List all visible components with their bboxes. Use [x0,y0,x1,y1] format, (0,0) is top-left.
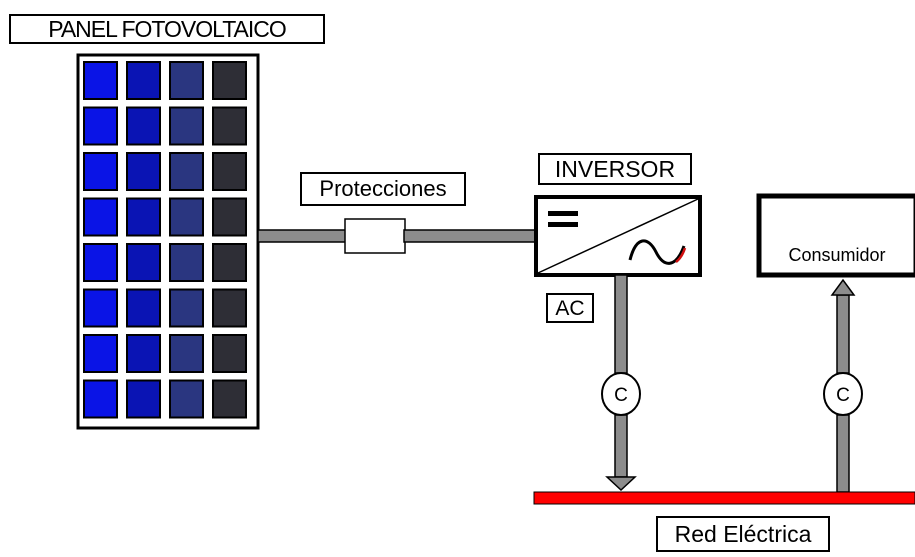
down-arrow-icon [605,476,637,492]
ac-sine-accent [675,247,687,263]
cable-meter-to-grid [614,414,628,478]
solar-cell [212,61,247,100]
inverter-diagonal [537,198,699,274]
solar-cell [169,334,204,373]
solar-cell [126,152,161,191]
solar-cell [83,243,118,282]
solar-cell [169,243,204,282]
solar-panel [76,53,260,430]
solar-cell [83,197,118,237]
protection-device [344,218,406,254]
solar-cell [83,106,118,146]
solar-cell [212,334,247,373]
cable-protection-to-inverter [403,229,537,243]
ac-label: AC [546,293,594,323]
consumer-label: Consumidor [788,245,886,265]
solar-cell [83,61,118,100]
solar-cell [83,152,118,191]
solar-cell [169,61,204,100]
solar-cell [169,288,204,328]
solar-cell [83,379,118,419]
dc-symbol-line-1 [548,211,578,216]
solar-cell [169,379,204,419]
solar-cell [83,288,118,328]
solar-cell [169,106,204,146]
consumption-meter-label: C [836,385,850,406]
solar-cell [169,152,204,191]
solar-panel-cells [83,61,247,419]
protections-label: Protecciones [300,172,466,206]
generation-meter-label: C [614,385,628,406]
cable-meter-to-consumer [836,294,850,374]
consumer-box [756,193,915,278]
solar-cell [126,243,161,282]
solar-cell [83,334,118,373]
up-arrow-icon [830,278,856,296]
solar-cell [212,106,247,146]
inverter [534,195,702,277]
grid-label: Red Eléctrica [656,516,830,552]
solar-cell [169,197,204,237]
solar-cell [126,334,161,373]
cable-panel-to-protection [257,229,347,243]
solar-cell [126,106,161,146]
solar-cell [126,197,161,237]
cable-inverter-to-meter [614,274,628,374]
generation-meter [601,372,641,416]
solar-cell [212,379,247,419]
solar-cell [212,152,247,191]
solar-cell [212,197,247,237]
cable-grid-to-meter [836,414,850,493]
inverter-title: INVERSOR [538,153,692,185]
dc-symbol-line-2 [548,222,578,227]
ac-sine-icon [628,239,686,265]
solar-cell [212,288,247,328]
solar-cell [126,61,161,100]
solar-cell [126,288,161,328]
electrical-grid-bar [533,491,915,505]
consumption-meter [823,372,863,416]
panel-title: PANEL FOTOVOLTAICO [9,14,325,44]
solar-cell [212,243,247,282]
solar-cell [126,379,161,419]
